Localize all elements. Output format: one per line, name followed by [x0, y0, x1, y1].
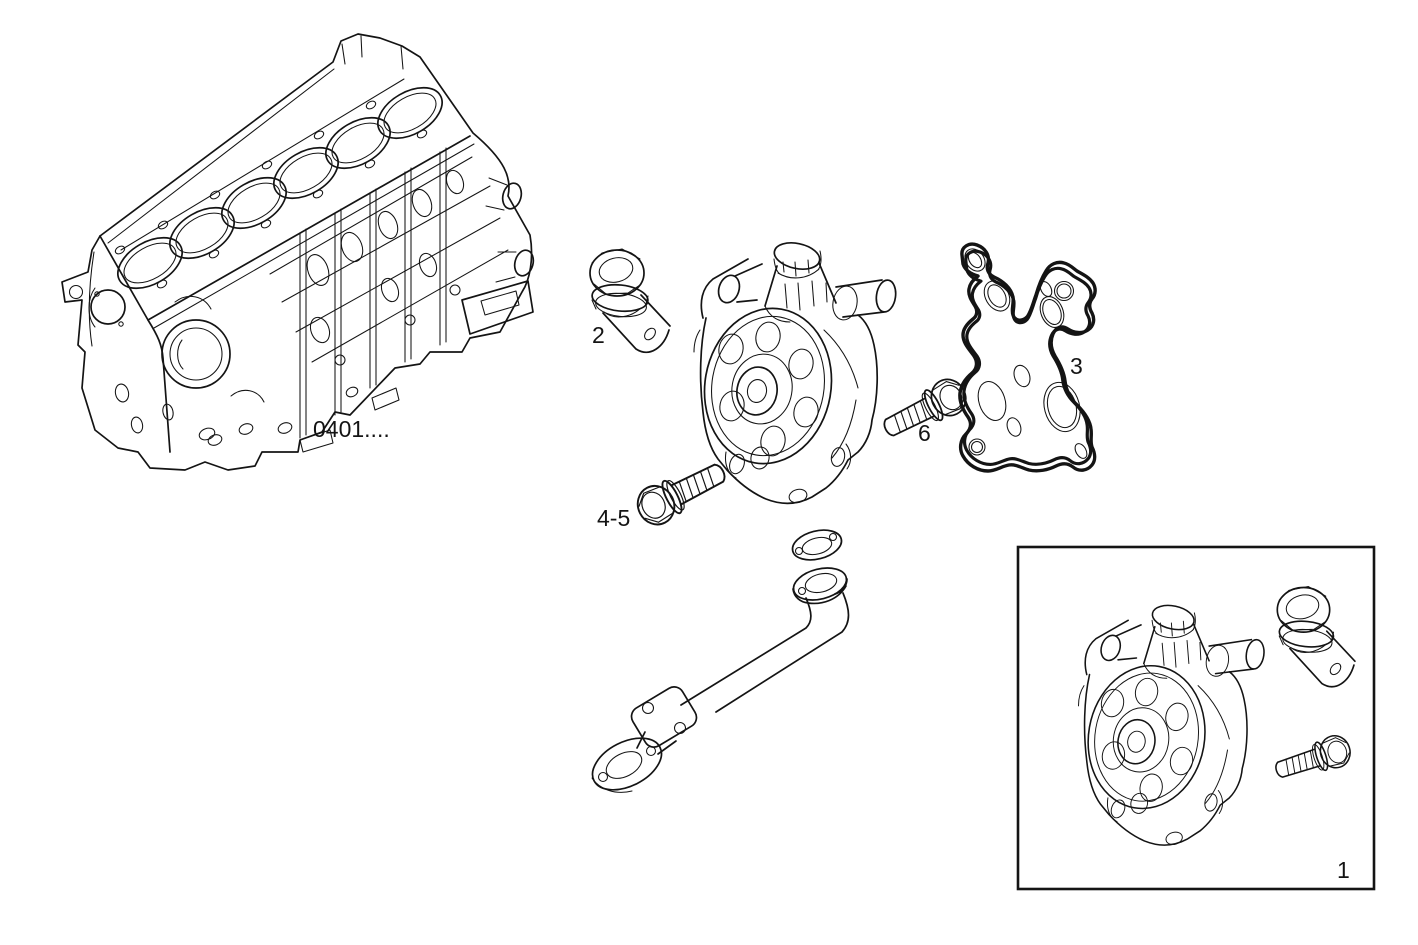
gasket-part — [958, 242, 1097, 473]
crankcase-ribs — [269, 147, 509, 439]
engine-block — [61, 33, 535, 471]
cylinder-bores — [117, 86, 443, 290]
inset-assembly: 1 — [1016, 545, 1376, 891]
inset-plug — [1276, 585, 1356, 688]
pipe-bracket — [630, 686, 698, 748]
pipe-foot-flange — [591, 737, 663, 793]
inset-bolt — [1270, 731, 1356, 787]
engine-block-ref-label: 0401.... — [313, 416, 390, 442]
oil-pump — [691, 238, 899, 506]
part-4-5-label: 4-5 — [597, 505, 630, 531]
part-6-label: 6 — [918, 420, 931, 446]
inset-frame — [1016, 545, 1376, 891]
block-bottom-details — [207, 386, 400, 453]
part-2-label: 2 — [592, 322, 605, 348]
inset-oil-pump — [1076, 601, 1267, 848]
part-1-label: 1 — [1337, 857, 1350, 883]
bolt-part-4-5 — [630, 452, 733, 532]
pipe-gasket — [791, 529, 843, 561]
suction-pipe — [591, 529, 850, 793]
part-3-label: 3 — [1070, 353, 1083, 379]
pipe-flange — [792, 567, 848, 605]
gasket-holes — [964, 248, 1088, 459]
timing-case-details — [147, 295, 265, 453]
front-face-details — [68, 251, 144, 434]
block-right-end — [461, 177, 535, 335]
